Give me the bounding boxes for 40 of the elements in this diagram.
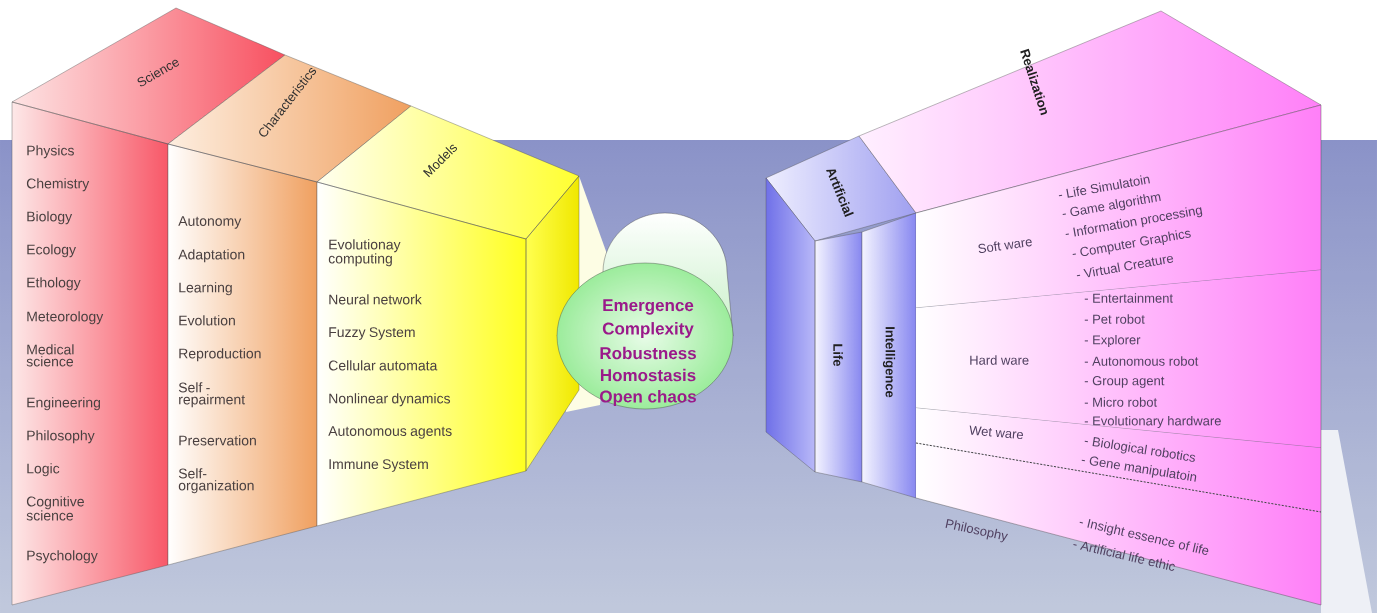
list-item: Cognitive science (26, 496, 84, 521)
list-item: - Entertainment (1084, 293, 1173, 303)
list-item: Fuzzy System (329, 327, 415, 340)
list-item: Self- organization (178, 468, 254, 494)
list-item: Immune System (329, 459, 428, 472)
list-item: Psychology (27, 550, 98, 564)
list-item: - Autonomous robot (1084, 356, 1199, 366)
panel-heading: Soft ware (978, 239, 1032, 253)
list-item: Reproduction (179, 348, 261, 362)
list-item: - Group agent (1084, 376, 1165, 388)
list-item: Logic (27, 463, 60, 477)
list-item: Biology (27, 211, 73, 225)
list-item: - Explorer (1084, 334, 1141, 348)
list-item: Preservation (179, 435, 256, 446)
list-item: Chemistry (26, 178, 90, 192)
panel-heading: Hard ware (970, 355, 1029, 365)
list-item: Autonomy (178, 216, 242, 229)
list-item: - Evolutionary hardware (1084, 415, 1221, 429)
list-item: Adaptation (178, 249, 245, 263)
list-item: Nonlinear dynamics (329, 393, 451, 407)
list-item: Ecology (27, 244, 76, 258)
list-item: - Micro robot (1084, 397, 1158, 407)
panel-heading: Life (833, 344, 843, 367)
list-item: Ethology (27, 277, 81, 291)
list-item: - Pet robot (1084, 314, 1145, 324)
list-item: Learning (179, 282, 232, 296)
list-item: Self - repairment (178, 382, 245, 408)
list-item: Physics (27, 145, 74, 159)
list-item: Neural network (329, 294, 422, 305)
list-item: Cellular automata (328, 360, 438, 371)
list-item: Meteorology (27, 311, 104, 325)
panel-heading: Wet ware (969, 425, 1023, 440)
list-item: - Virtual Creature (1076, 255, 1174, 278)
list-item: Medical science (26, 344, 74, 367)
list-item: Engineering (27, 397, 100, 411)
list-item: Evolution (179, 315, 235, 326)
list-item: Autonomous agents (328, 426, 452, 439)
list-item: Philosophy (27, 430, 95, 444)
list-item: Evolutionay computing (328, 239, 401, 267)
panel-heading: Intelligence (882, 327, 896, 398)
